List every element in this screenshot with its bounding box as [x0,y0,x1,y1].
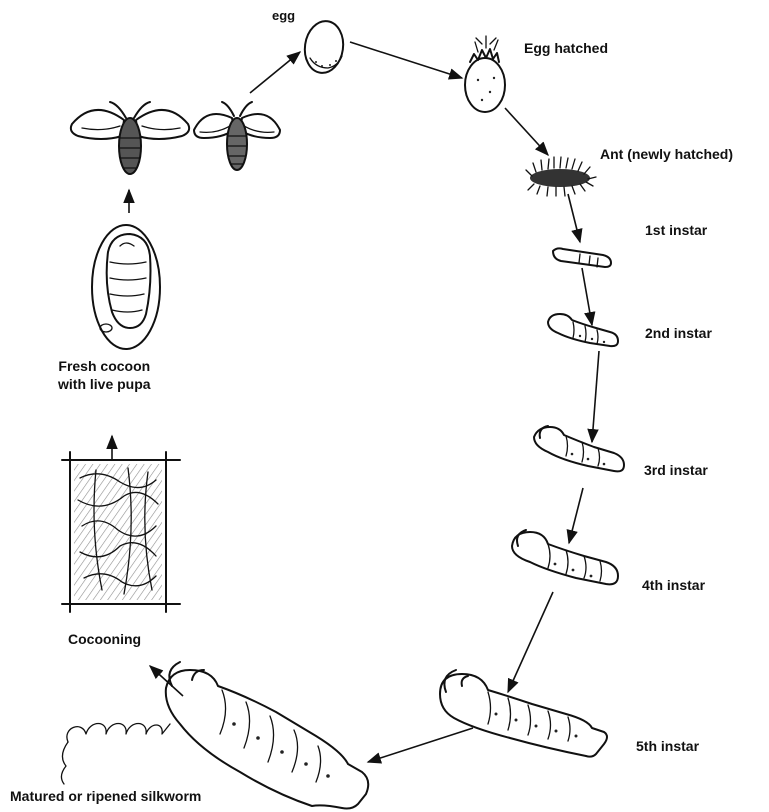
arrow-2nd-to-3rd [592,351,599,442]
label-fresh-cocoon-line2: with live pupa [58,376,151,394]
cocooning-illustration [62,436,180,612]
label-fresh-cocoon-line1: Fresh cocoon [58,358,151,376]
instar1-larva-illustration [553,248,611,267]
arrow-4th-to-5th [508,592,553,692]
egg-hatched-illustration [465,36,505,112]
label-1st-instar: 1st instar [645,222,707,240]
arrow-moth-to-egg [250,52,300,93]
moth-right-illustration [194,102,280,170]
label-3rd-instar: 3rd instar [644,462,708,480]
label-ant-newly-hatched: Ant (newly hatched) [600,146,733,164]
label-fresh-cocoon: Fresh cocoon with live pupa [58,358,151,393]
moth-left-illustration [71,102,189,174]
silk-thread [67,724,170,743]
matured-silkworm-illustration [61,662,368,809]
arrow-5th-to-matured [368,728,473,762]
cocoon-illustration [92,225,160,349]
instar3-larva-illustration [534,426,624,471]
arrow-hatched-to-ant [505,108,548,155]
egg-illustration [302,19,347,76]
label-4th-instar: 4th instar [642,577,705,595]
label-egg-hatched: Egg hatched [524,40,608,58]
label-cocooning: Cocooning [68,631,141,649]
ant-larva-illustration [526,157,596,196]
arrow-1st-to-2nd [582,268,592,325]
arrow-ant-to-1st [568,194,580,242]
label-5th-instar: 5th instar [636,738,699,756]
instar2-larva-illustration [548,314,618,346]
instar5-larva-illustration [440,670,607,757]
label-egg: egg [272,8,295,24]
instar4-larva-illustration [512,530,618,584]
label-matured-silkworm: Matured or ripened silkworm [10,788,201,806]
cycle-arrows [129,42,599,762]
arrow-3rd-to-4th [569,488,583,543]
arrow-egg-to-hatched [350,42,462,78]
label-2nd-instar: 2nd instar [645,325,712,343]
